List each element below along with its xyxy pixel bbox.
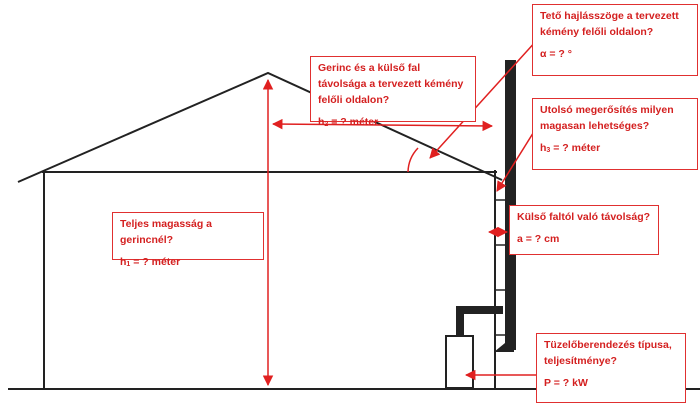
last-support-value: h3 = ? méter (540, 142, 601, 154)
roof-angle-arc (407, 147, 419, 173)
flue-connector-horizontal (456, 306, 503, 314)
total-height-value: h1 = ? méter (120, 256, 181, 268)
wall-distance-value: a = ? cm (517, 233, 560, 245)
total-height-label: Teljes magasság a gerincnél? h1 = ? méte… (112, 212, 264, 268)
heater-question: Tüzelőberendezés típusa, teljesítménye? (544, 339, 672, 367)
wall-distance-question: Külső faltól való távolság? (517, 211, 651, 223)
roof (17, 71, 503, 183)
roof-angle-label: Tető hajlásszöge a tervezett kémény felő… (532, 4, 698, 76)
flue-connector-vertical (456, 306, 464, 336)
roof-angle-arrow (429, 39, 538, 159)
roof-angle-value: α = ? ° (540, 48, 572, 60)
total-height-question: Teljes magasság a gerincnél? (120, 218, 213, 246)
ridge-distance-question: Gerinc és a külső fal távolsága a tervez… (318, 62, 464, 106)
chimney-base (494, 343, 514, 352)
heater-unit (445, 335, 474, 389)
ridge-distance-value: h2 = ? méter (318, 116, 379, 128)
heater-value: P = ? kW (544, 377, 588, 389)
ridge-distance-arrow (271, 118, 494, 132)
wall-distance-label: Külső faltól való távolság? a = ? cm (509, 205, 659, 255)
ridge-distance-label: Gerinc és a külső fal távolsága a tervez… (310, 56, 476, 128)
last-support-label: Utolsó megerősítés milyen magasan lehets… (532, 98, 698, 170)
heater-label: Tüzelőberendezés típusa, teljesítménye? … (536, 333, 686, 403)
last-support-question: Utolsó megerősítés milyen magasan lehets… (540, 104, 674, 132)
roof-angle-question: Tető hajlásszöge a tervezett kémény felő… (540, 10, 679, 38)
